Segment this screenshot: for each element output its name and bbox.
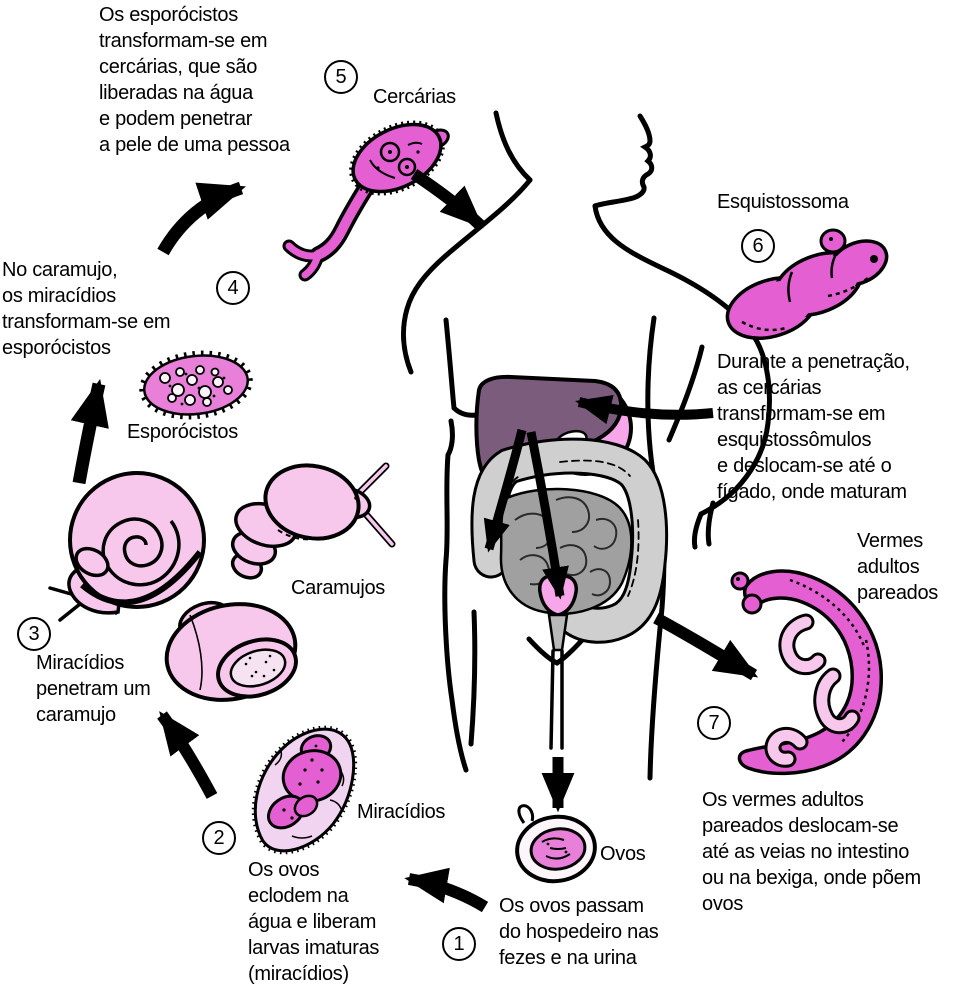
adult-worms-illustration (730, 569, 883, 776)
snail-spiral-illustration (48, 471, 206, 622)
face-profile (592, 113, 655, 209)
miracidium-illustration (251, 725, 358, 855)
cercarias-label: Cercárias (373, 86, 456, 108)
step2-number: 2 (213, 827, 225, 849)
sporocyst-illustration (139, 350, 253, 420)
step5-number-badge: 5 (324, 60, 358, 94)
vermes-adultos-label: Vermes adultos pareados (857, 530, 938, 604)
arrow-cercaria-to-skin (410, 169, 485, 230)
arrow-liver-to-bladder (526, 431, 569, 600)
step5-description: Os esporócistos transformam-se em cercár… (99, 4, 290, 156)
step3-description: Miracídios penetram um caramujo (36, 652, 151, 726)
arrow-text6-to-liver (575, 395, 714, 425)
esporocistos-label: Esporócistos (127, 421, 238, 443)
esquistossoma-label: Esquistossoma (717, 191, 849, 213)
ovos-label: Ovos (600, 843, 646, 865)
step7-number: 7 (708, 712, 720, 734)
step1-number-badge: 1 (442, 927, 476, 961)
schistosomulum-illustration (725, 228, 889, 340)
arrow-step4-to-step5 (157, 181, 246, 256)
human-body-outline (401, 110, 772, 781)
step7-number-badge: 7 (697, 706, 731, 740)
step4-description: No caramujo, os miracídios transformam-s… (2, 259, 171, 359)
arrow-step1-to-step2 (404, 867, 489, 913)
arrow-step2-to-step3 (157, 711, 218, 799)
small-intestine (499, 487, 633, 615)
step5-number: 5 (335, 66, 347, 88)
step3-number: 3 (28, 623, 40, 645)
step2-number-badge: 2 (202, 821, 236, 855)
arrow-liver-to-intestine (483, 428, 527, 553)
arrow-body-to-worms (653, 612, 759, 681)
step2-description: Os ovos eclodem na água e liberam larvas… (248, 859, 380, 985)
snail-conical-illustration (230, 462, 396, 580)
step3-number-badge: 3 (17, 617, 51, 651)
arrow-step3-to-step4 (70, 378, 109, 485)
caramujos-label: Caramujos (291, 577, 385, 599)
miracidios-label: Miracídios (357, 801, 446, 823)
step4-number-badge: 4 (216, 271, 250, 305)
step6-number-badge: 6 (741, 229, 775, 263)
step1-number: 1 (453, 933, 465, 955)
step4-number: 4 (227, 277, 239, 299)
step1-description: Os ovos passam do hospedeiro nas fezes e… (499, 895, 659, 969)
snail-round-illustration (164, 600, 298, 702)
egg-illustration (515, 804, 597, 884)
step7-description: Os vermes adultos pareados deslocam-se a… (702, 789, 921, 915)
step6-description: Durante a penetração, as cercárias trans… (717, 351, 910, 503)
step6-number: 6 (752, 235, 764, 257)
